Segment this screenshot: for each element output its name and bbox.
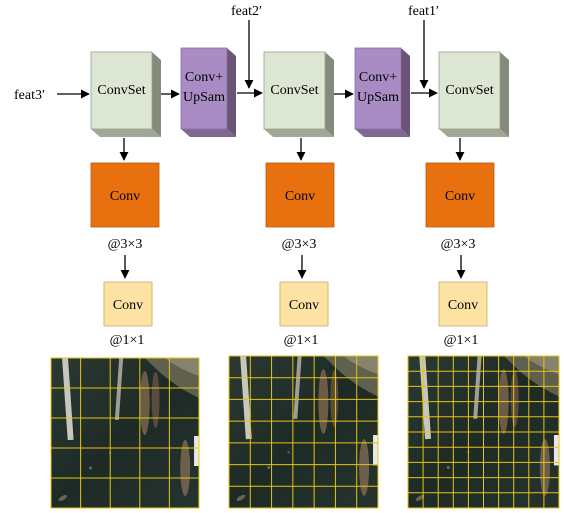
- grid-overlay-2: [228, 355, 379, 509]
- conv1x1-block-2: Conv: [279, 281, 329, 327]
- conv1x1-kernel-1: @1×1: [110, 333, 145, 348]
- conv1x1-kernel-2: @1×1: [284, 333, 319, 348]
- upsample-label-1b: UpSam: [183, 90, 225, 105]
- convset-label-2: ConvSet: [270, 83, 318, 98]
- conv1x1-block-3: Conv: [438, 281, 488, 327]
- upsample-label-1a: Conv+: [185, 70, 223, 85]
- grid-overlay-3: [407, 355, 560, 509]
- grid-border: [50, 357, 200, 509]
- upsample-label-2a: Conv+: [359, 70, 397, 85]
- upsample-block-1: Conv+ UpSam: [180, 47, 236, 137]
- conv1x1-label-3: Conv: [448, 298, 478, 313]
- feat1-label: feat1′: [408, 4, 439, 19]
- conv3x3-kernel-1: @3×3: [108, 237, 143, 252]
- conv3x3-block-1: Conv: [90, 162, 160, 228]
- conv3x3-label-1: Conv: [110, 189, 140, 204]
- grid-border: [228, 355, 379, 509]
- grid-image-3: [407, 355, 560, 509]
- upsample-block-2: Conv+ UpSam: [354, 47, 410, 137]
- upsample-label-2b: UpSam: [357, 90, 399, 105]
- convset-label-3: ConvSet: [445, 83, 493, 98]
- grid-image-1: [50, 357, 200, 509]
- feat3-label: feat3′: [14, 88, 45, 103]
- feat2-label: feat2′: [231, 4, 262, 19]
- convset-block-2: ConvSet: [263, 51, 334, 137]
- convset-block-3: ConvSet: [438, 51, 509, 137]
- conv1x1-label-1: Conv: [113, 298, 143, 313]
- convset-label-1: ConvSet: [97, 83, 145, 98]
- grid-overlay-1: [50, 357, 200, 509]
- convset-block-1: ConvSet: [90, 51, 161, 137]
- conv3x3-kernel-3: @3×3: [441, 237, 476, 252]
- conv3x3-label-2: Conv: [285, 189, 315, 204]
- conv1x1-block-1: Conv: [103, 281, 153, 327]
- conv3x3-block-2: Conv: [265, 162, 335, 228]
- conv3x3-kernel-2: @3×3: [282, 237, 317, 252]
- conv1x1-label-2: Conv: [289, 298, 319, 313]
- conv3x3-label-3: Conv: [445, 189, 475, 204]
- conv3x3-block-3: Conv: [425, 162, 495, 228]
- grid-image-2: [228, 355, 379, 509]
- conv1x1-kernel-3: @1×1: [444, 333, 479, 348]
